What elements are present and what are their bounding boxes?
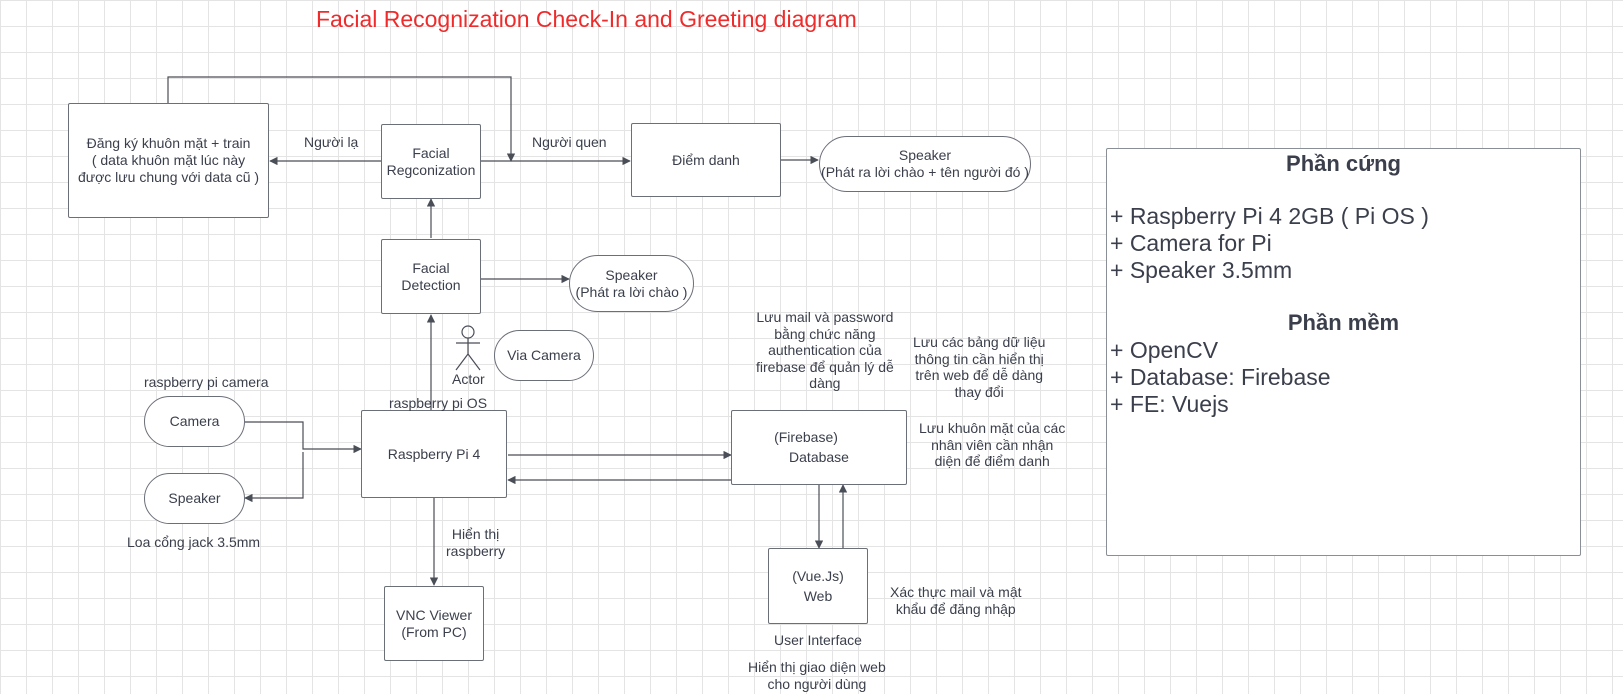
diagram-title: Facial Recognization Check-In and Greeti… <box>316 6 857 32</box>
speaker-greet-node[interactable]: Speaker (Phát ra lời chào ) <box>569 255 694 312</box>
register-line-1: Đăng ký khuôn mặt + train <box>86 135 251 151</box>
via-camera-label: Via Camera <box>507 347 581 363</box>
display-raspberry-line-2: raspberry <box>446 542 506 559</box>
speaker-jack-label: Loa cổng jack 3.5mm <box>127 534 261 550</box>
user-interface-label: User Interface <box>774 632 862 648</box>
speaker-greet-name-node[interactable]: Speaker (Phát ra lời chào + tên người đó… <box>819 136 1031 192</box>
register-face-box[interactable]: Đăng ký khuôn mặt + train ( data khuôn m… <box>68 103 269 218</box>
show-web-line-2: cho người dùng <box>767 675 867 692</box>
raspberry-pi-box[interactable]: Raspberry Pi 4 <box>361 410 507 498</box>
database-box[interactable]: (Firebase) Database <box>731 410 907 485</box>
web-line-2: Web <box>803 587 833 604</box>
facial-detection-box[interactable]: Facial Detection <box>381 239 481 314</box>
arrow-camera-to-raspberry <box>245 421 362 454</box>
verify-mail-label: Xác thực mail và mật khẩu để đăng nhập <box>890 584 1022 617</box>
verify-mail-line-2: khẩu để đăng nhập <box>895 600 1016 617</box>
raspberry-pi-label: Raspberry Pi 4 <box>387 445 481 462</box>
store-mail-line-4: firebase để quản lý dễ <box>756 358 894 375</box>
store-tables-line-4: thay đổi <box>954 383 1004 400</box>
arrow-raspberry-to-speaker <box>244 452 304 503</box>
attendance-label: Điểm danh <box>672 151 740 168</box>
store-mail-line-3: authentication của <box>768 342 882 358</box>
store-mail-line-2: bằng chức năng <box>774 325 876 342</box>
hardware-item: + Raspberry Pi 4 2GB ( Pi OS ) <box>1110 203 1429 229</box>
detection-line-1: Facial <box>412 259 450 276</box>
store-tables-line-1: Lưu các bảng dữ liệu <box>913 334 1046 350</box>
speaker-label: Speaker <box>168 490 221 506</box>
software-item: + Database: Firebase <box>1110 364 1331 390</box>
store-faces-label: Lưu khuôn mặt của các nhân viên cần nhận… <box>919 420 1065 470</box>
speaker-greet-line-1: Speaker <box>605 266 658 283</box>
software-heading: Phần mềm <box>1287 310 1400 335</box>
store-mail-label: Lưu mail và password bằng chức năng auth… <box>756 309 894 392</box>
register-line-3: được lưu chung với data cũ ) <box>77 169 260 185</box>
web-line-1: (Vue.Js) <box>792 567 844 584</box>
speaker-greet-line-2: (Phát ra lời chào ) <box>575 283 688 300</box>
show-web-label: Hiển thị giao diện web cho người dùng <box>748 659 886 692</box>
arrow-register-loop <box>167 76 516 162</box>
recognition-line-1: Facial <box>412 144 450 161</box>
actor-label: Actor <box>452 371 485 387</box>
store-tables-line-3: trên web để dễ dàng <box>915 367 1044 383</box>
display-raspberry-line-1: Hiển thị <box>451 526 500 542</box>
hardware-item: + Speaker 3.5mm <box>1110 257 1293 283</box>
vnc-line-1: VNC Viewer <box>396 606 472 623</box>
pi-camera-label: raspberry pi camera <box>144 374 269 390</box>
show-web-line-1: Hiển thị giao diện web <box>748 659 886 675</box>
web-box[interactable]: (Vue.Js) Web <box>768 548 868 624</box>
store-tables-label: Lưu các bảng dữ liệu thông tin cần hiển … <box>913 334 1045 400</box>
facial-recognition-box[interactable]: Facial Regconization <box>381 124 481 199</box>
store-mail-line-5: dàng <box>809 375 841 391</box>
acquaintance-label: Người quen <box>532 134 607 150</box>
actor-icon <box>455 325 481 371</box>
tech-stack-panel: Phần cứng + Raspberry Pi 4 2GB ( Pi OS )… <box>1106 148 1581 556</box>
camera-label: Camera <box>169 413 220 429</box>
hardware-list: + Raspberry Pi 4 2GB ( Pi OS ) + Camera … <box>1110 203 1429 284</box>
hardware-heading: Phần cứng <box>1286 151 1401 176</box>
store-faces-line-2: nhân viên cần nhận <box>931 436 1054 453</box>
register-line-2: ( data khuôn mặt lúc này <box>91 152 246 168</box>
software-item: + OpenCV <box>1110 337 1219 363</box>
database-line-2: Database <box>789 449 849 465</box>
speaker-greet-name-line-2: (Phát ra lời chào + tên người đó ) <box>821 164 1029 180</box>
software-item: + FE: Vuejs <box>1110 391 1229 417</box>
speaker-node[interactable]: Speaker <box>144 473 245 524</box>
store-faces-line-1: Lưu khuôn mặt của các <box>919 420 1066 436</box>
camera-node[interactable]: Camera <box>144 396 245 447</box>
via-camera-node[interactable]: Via Camera <box>494 330 594 381</box>
display-raspberry-label: Hiển thị raspberry <box>446 526 505 559</box>
verify-mail-line-1: Xác thực mail và mật <box>890 584 1022 600</box>
stranger-label: Người lạ <box>304 134 359 150</box>
database-line-1: (Firebase) <box>774 429 838 445</box>
recognition-line-2: Regconization <box>386 161 476 178</box>
software-list: + OpenCV + Database: Firebase + FE: Vuej… <box>1110 337 1331 418</box>
vnc-viewer-box[interactable]: VNC Viewer (From PC) <box>384 586 484 661</box>
attendance-box[interactable]: Điểm danh <box>631 123 781 197</box>
detection-line-2: Detection <box>401 276 461 293</box>
store-faces-line-3: diện để điểm danh <box>934 453 1050 469</box>
pi-os-label: raspberry pi OS <box>389 395 488 411</box>
vnc-line-2: (From PC) <box>401 623 467 640</box>
speaker-greet-name-line-1: Speaker <box>898 147 952 163</box>
store-mail-line-1: Lưu mail và password <box>756 309 894 325</box>
hardware-item: + Camera for Pi <box>1110 230 1272 256</box>
store-tables-line-2: thông tin cần hiển thị <box>914 350 1044 367</box>
